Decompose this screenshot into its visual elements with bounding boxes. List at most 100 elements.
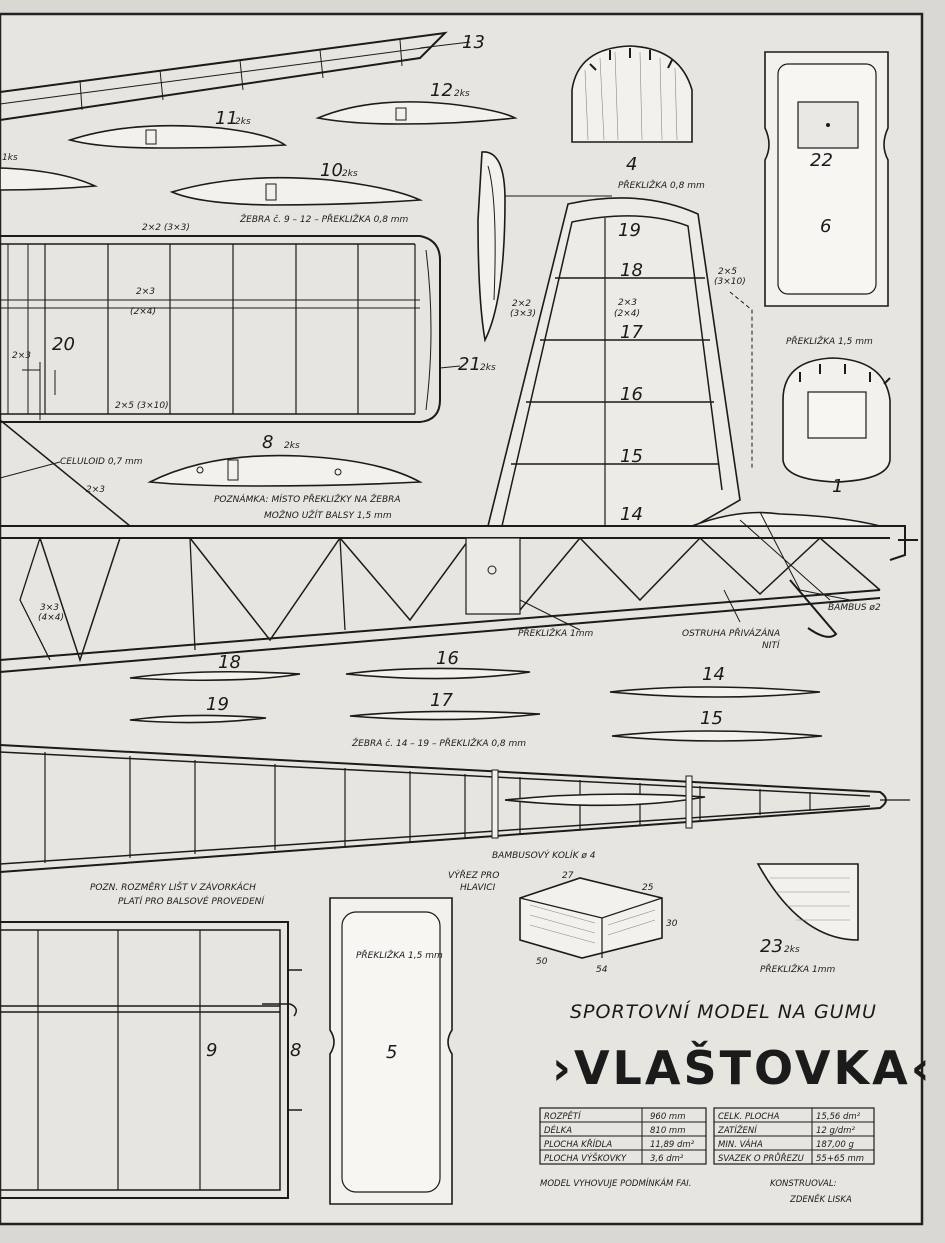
wing-strip-2: 2×3 (136, 287, 155, 297)
part-11-number: 11 (215, 108, 238, 129)
fin-strip-9: (2×4) (614, 309, 640, 319)
part-20-number: 20 (52, 334, 75, 355)
vyrez-label-1: VÝŘEZ PRO (448, 869, 499, 881)
part-8-number: 8 (262, 432, 273, 453)
fin-rib-15: 15 (620, 446, 643, 467)
part-12-rib: 12 2ks (315, 80, 518, 125)
spec-right-label-3: SVAZEK O PRŮŘEZU (718, 1152, 805, 1164)
dims-note-1: POZN. ROZMĚRY LIŠT V ZÁVORKÁCH (90, 881, 256, 893)
part-6-former: 22 6 PŘEKLIŽKA 1,5 mm (764, 51, 889, 347)
spec-left-value-3: 3,6 dm² (650, 1154, 684, 1164)
part-22-number: 22 (810, 150, 833, 171)
fin-strip-7: (3×3) (510, 309, 536, 319)
part-13-spar: 13 (0, 31, 485, 121)
part-23-qty: 2ks (784, 945, 800, 955)
fin-strip-10: 2×5 (718, 267, 737, 277)
part-left-rib: 1ks (0, 153, 99, 191)
fuselage-plywood-note: PŘEKLIŽKA 1mm (518, 627, 594, 639)
spec-left-label-0: ROZPĚTÍ (544, 1110, 582, 1122)
block-dim-30: 30 (666, 919, 678, 929)
ostruha-label-2: NITÍ (762, 639, 781, 651)
part-1-number: 1 (832, 476, 843, 497)
spec-left-value-0: 960 mm (650, 1112, 686, 1122)
stabilizer-panel: 9 8 (0, 921, 302, 1199)
part-11-qty: 2ks (235, 117, 251, 127)
fin-strip-6: 2×2 (512, 299, 531, 309)
part-10-qty: 2ks (342, 169, 358, 179)
wing-strip-4: 2×5 (3×10) (115, 401, 169, 411)
ostruha-label-1: OSTRUHA PŘIVÁZÁNA (682, 627, 780, 639)
part-8-rib: 8 2ks POZNÁMKA: MÍSTO PŘEKLIŽKY NA ŽEBRA… (147, 432, 423, 521)
fin-rib-19: 19 (618, 220, 641, 241)
part-left-qty: 1ks (2, 153, 18, 163)
part-8-note-1: POZNÁMKA: MÍSTO PŘEKLIŽKY NA ŽEBRA (214, 493, 401, 505)
designer-label: KONSTRUOVAL: (770, 1179, 837, 1189)
part-8b-number: 8 (290, 1040, 301, 1061)
part-5-note: PŘEKLIŽKA 1,5 mm (356, 949, 443, 961)
fai-note: MODEL VYHOVUJE PODMÍNKÁM FAI. (540, 1177, 691, 1189)
ribs-9-12-note: ŽEBRA č. 9 – 12 – PŘEKLIŽKA 0,8 mm (239, 213, 409, 225)
part-13-number: 13 (462, 32, 485, 53)
part-12-number: 12 (430, 80, 453, 101)
fuselage-top: BAMBUSOVÝ KOLÍK ø 4 (0, 744, 910, 873)
part-21-tip: 21 2ks (439, 151, 612, 375)
fin-strip-8: 2×3 (618, 298, 637, 308)
spec-right-label-1: ZATÍŽENÍ (717, 1124, 758, 1136)
part-8-qty: 2ks (284, 441, 300, 451)
stab-rib-16: 16 (436, 648, 459, 669)
part-6-note: PŘEKLIŽKA 1,5 mm (786, 335, 873, 347)
part-23-gusset: 23 2ks PŘEKLIŽKA 1mm (756, 863, 859, 975)
title-name: ›VLAŠTOVKA‹ (552, 1041, 933, 1095)
fin-rib-14: 14 (620, 504, 643, 525)
fin: 19 18 17 16 15 14 2×2 (3×3) 2×3 (2×4) 2×… (486, 197, 753, 527)
fin-strip-11: (3×10) (714, 277, 746, 287)
part-4-former: 4 PŘEKLIŽKA 0,8 mm (571, 45, 705, 191)
dims-note-2: PLATÍ PRO BALSOVÉ PROVEDENÍ (118, 895, 265, 907)
part-1-former: 1 (782, 357, 891, 497)
fuse-strip-13: (4×4) (38, 613, 64, 623)
spec-table-left: ROZPĚTÍ 960 mm DÉLKA 810 mm PLOCHA KŘÍDL… (539, 1107, 707, 1165)
part-6-number: 6 (820, 216, 831, 237)
block-dim-54: 54 (596, 965, 608, 975)
spec-left-label-3: PLOCHA VÝŠKOVKY (544, 1152, 627, 1164)
part-21-number: 21 (458, 354, 481, 375)
spec-right-value-0: 15,56 dm² (816, 1112, 861, 1122)
celuloid-window: CELULOID 0,7 mm 2×3 (0, 419, 143, 527)
stab-rib-19: 19 (206, 694, 229, 715)
part-10-number: 10 (320, 160, 343, 181)
part-4-note: PŘEKLIŽKA 0,8 mm (618, 179, 705, 191)
spec-left-label-1: DÉLKA (544, 1124, 572, 1136)
wing-strip-1: 2×2 (3×3) (142, 223, 190, 233)
block-dim-27: 27 (562, 871, 574, 881)
stab-ribs: 18 16 14 19 17 15 ŽEBRA č. 14 – 19 – PŘE… (129, 648, 823, 749)
part-21-qty: 2ks (480, 363, 496, 373)
part-4-number: 4 (626, 154, 637, 175)
part-10-rib: 10 2ks ŽEBRA č. 9 – 12 – PŘEKLIŽKA 0,8 m… (169, 160, 424, 225)
block-dim-25: 25 (642, 883, 654, 893)
headblock: VÝŘEZ PRO HLAVICI 27 25 30 50 54 (448, 869, 678, 975)
bambus-label: BAMBUS ø2 (828, 603, 881, 613)
spec-left-label-2: PLOCHA KŘÍDLA (544, 1138, 612, 1150)
stab-rib-18: 18 (218, 652, 241, 673)
spec-right-label-0: CELK. PLOCHA (718, 1112, 780, 1122)
vyrez-label-2: HLAVICI (460, 883, 496, 893)
part-8-note-2: MOŽNO UŽÍT BALSY 1,5 mm (264, 509, 392, 521)
spec-table-right: CELK. PLOCHA 15,56 dm² ZATÍŽENÍ 12 g/dm²… (713, 1107, 875, 1165)
stab-rib-17: 17 (430, 690, 453, 711)
wing-panel: 2×2 (3×3) 2×3 (2×4) 2×5 (3×10) 2×3 20 (0, 223, 441, 423)
part-9-number: 9 (206, 1040, 217, 1061)
wing-strip-14: 2×3 (12, 351, 31, 361)
celuloid-strip: 2×3 (86, 485, 105, 495)
block-dim-50: 50 (536, 957, 548, 967)
fin-rib-18: 18 (620, 260, 643, 281)
fuse-strip-12: 3×3 (40, 603, 59, 613)
title-subtitle: SPORTOVNÍ MODEL NA GUMU (570, 1000, 877, 1023)
designer-name: ZDENĚK LISKA (789, 1193, 852, 1205)
part-5-former: PŘEKLIŽKA 1,5 mm 5 (329, 897, 453, 1205)
spec-right-label-2: MIN. VÁHA (718, 1138, 763, 1150)
fin-rib-17: 17 (620, 322, 643, 343)
spec-right-value-3: 55+65 mm (816, 1154, 864, 1164)
part-12-qty: 2ks (454, 89, 470, 99)
part-23-number: 23 (760, 936, 783, 957)
